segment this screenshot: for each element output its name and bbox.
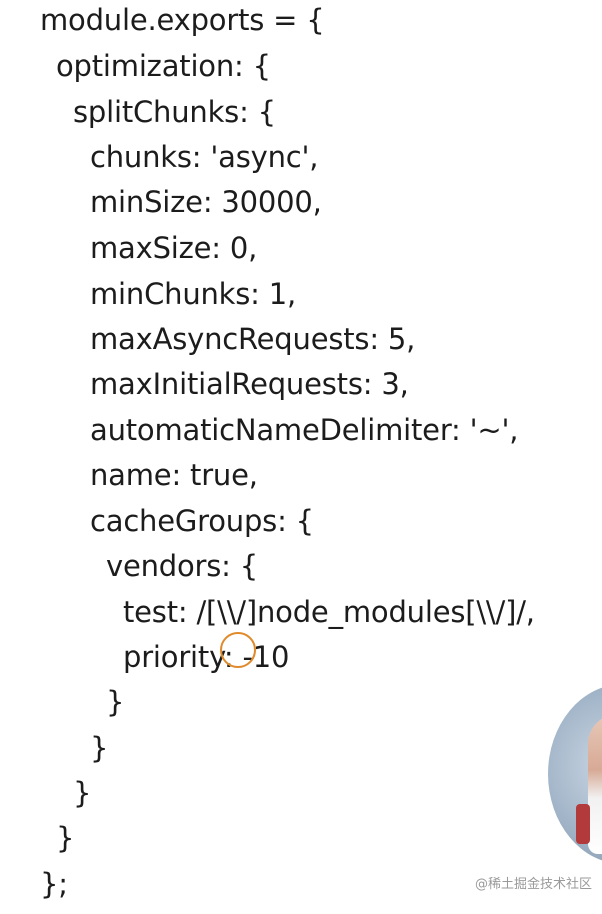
code-line-17: } [90,731,109,765]
code-line-14: test: /[\\/]node_modules[\\/]/, [123,595,535,629]
presenter-accent [576,804,590,844]
code-line-12: cacheGroups: { [90,504,314,538]
code-line-4: chunks: 'async', [90,140,319,174]
code-line-16: } [106,685,125,719]
watermark: @稀土掘金技术社区 [474,877,592,892]
code-line-6: maxSize: 0, [90,231,258,265]
code-line-9: maxInitialRequests: 3, [90,367,409,401]
code-line-11: name: true, [90,458,258,492]
code-line-7: minChunks: 1, [90,277,297,311]
code-line-2: optimization: { [56,49,271,83]
cursor-highlight-circle [220,632,256,668]
code-line-10: automaticNameDelimiter: '~', [90,413,519,447]
code-line-1: module.exports = { [40,3,325,37]
code-line-19: } [56,821,75,855]
presenter-silhouette [588,714,602,854]
code-line-5: minSize: 30000, [90,185,322,219]
code-line-20: }; [40,867,68,901]
code-line-13: vendors: { [106,549,259,583]
code-line-8: maxAsyncRequests: 5, [90,322,416,356]
code-line-15: priority: -10 [123,640,290,674]
code-line-3: splitChunks: { [73,95,276,129]
code-line-18: } [73,776,92,810]
